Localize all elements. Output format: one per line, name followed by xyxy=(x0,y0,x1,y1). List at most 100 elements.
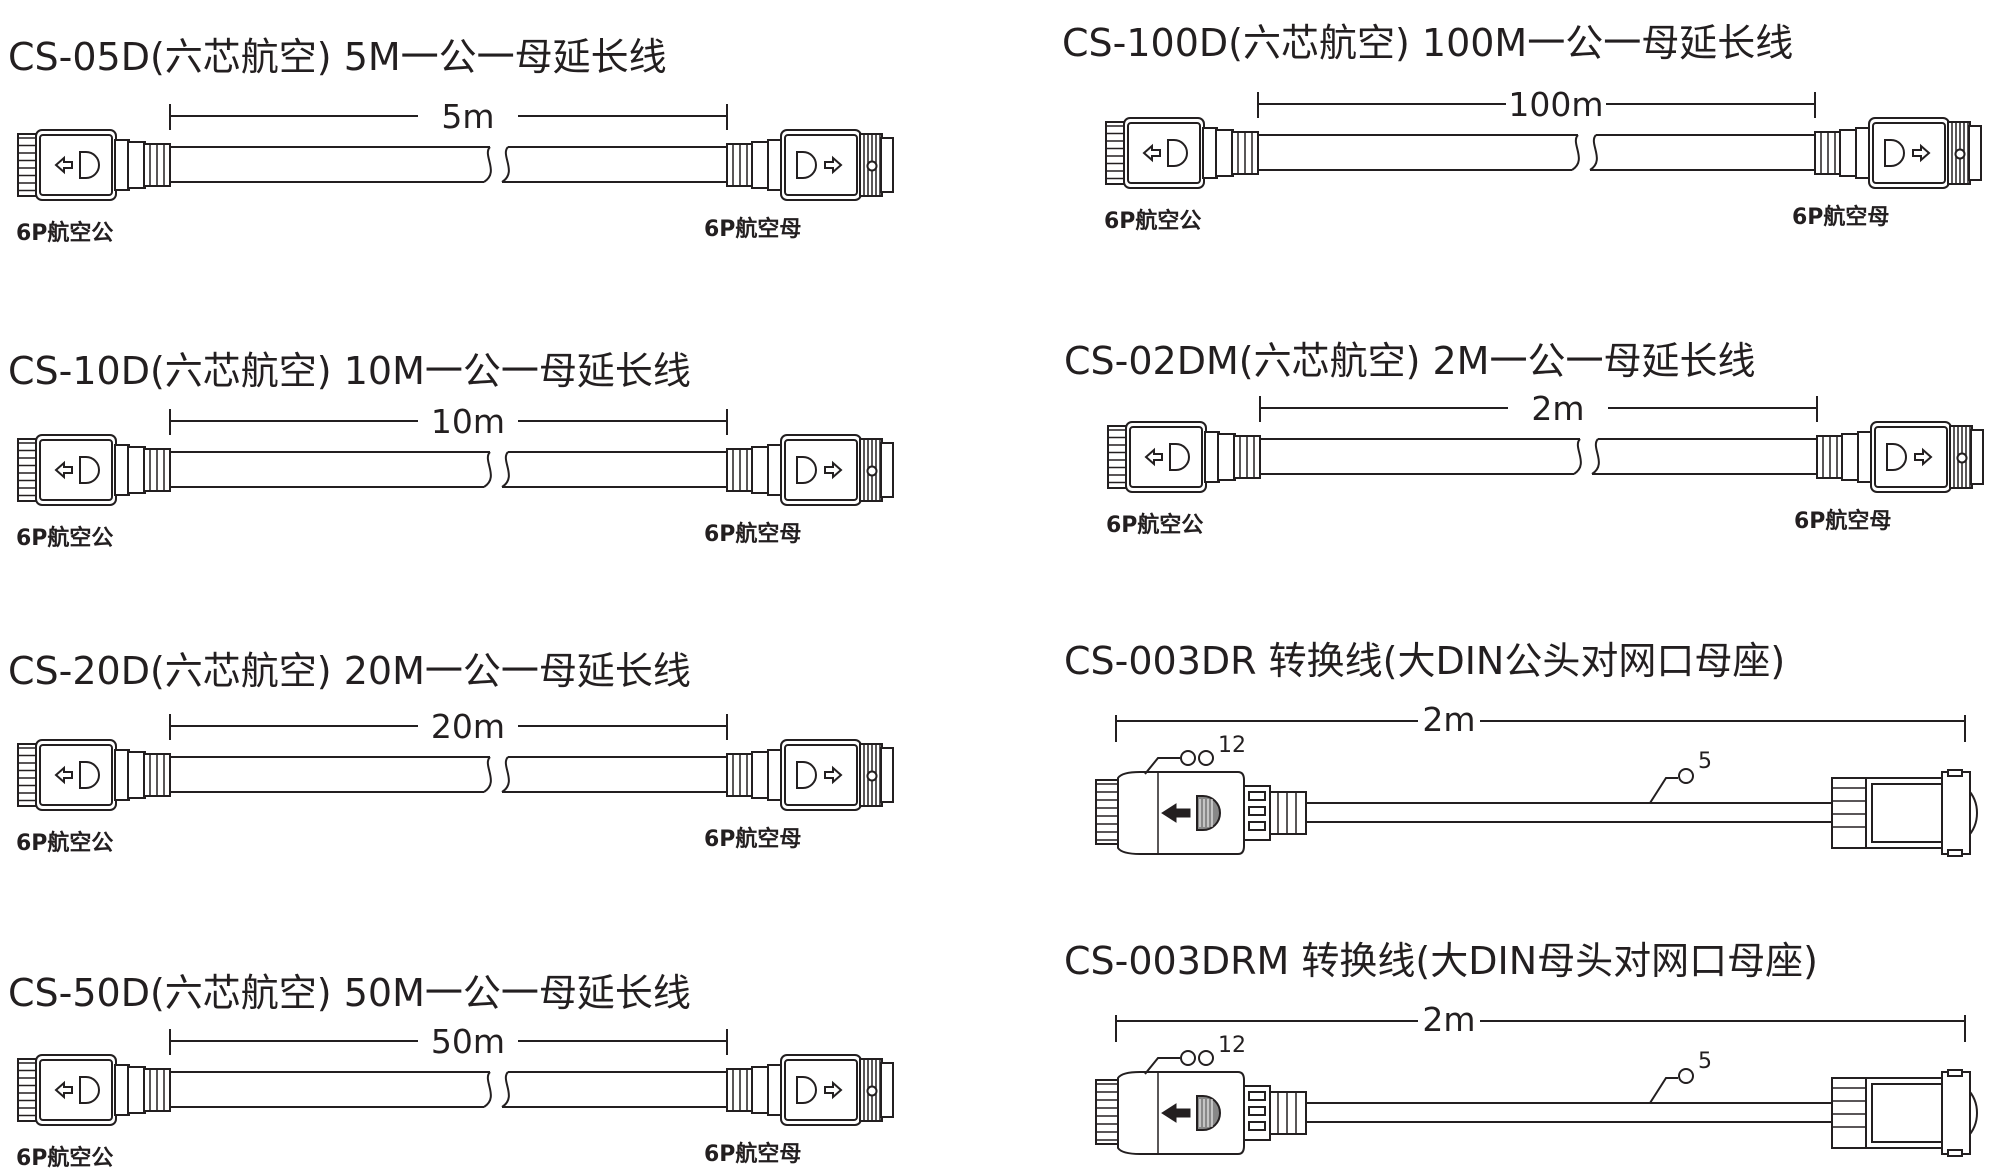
male-thread xyxy=(1107,425,1128,489)
callout-12: 12 xyxy=(1144,1033,1246,1075)
male-body-inner xyxy=(1127,122,1201,184)
female-label: 6P航空母 xyxy=(704,1141,801,1167)
female-label: 6P航空母 xyxy=(1792,204,1889,230)
cable xyxy=(170,146,727,183)
callout-circle xyxy=(1678,1068,1694,1084)
female-body-inner xyxy=(784,1059,858,1121)
panel-title: CS-05D(六芯航空) 5M一公一母延长线 xyxy=(8,35,667,79)
cable xyxy=(170,451,727,488)
female-collar xyxy=(767,749,783,801)
male-body xyxy=(35,739,117,811)
length-label: 50m xyxy=(431,1022,505,1061)
arrow-left-icon xyxy=(1161,803,1191,823)
din-collar xyxy=(1243,785,1271,841)
male-boot xyxy=(127,1066,146,1114)
male-collar xyxy=(114,139,130,191)
male-connector: 6P航空公 xyxy=(1106,421,1261,538)
female-label: 6P航空母 xyxy=(704,216,801,242)
cable xyxy=(170,1071,727,1108)
male-collar xyxy=(114,444,130,496)
arrow-left-icon xyxy=(54,155,73,175)
socket-boot xyxy=(1831,777,1867,849)
male-body xyxy=(1125,421,1207,493)
screw-icon xyxy=(1956,452,1968,464)
female-connector: 6P航空母 xyxy=(1792,117,1982,230)
male-boot xyxy=(127,751,146,799)
male-body xyxy=(1123,117,1205,189)
cable-assembly: 100m 6P航空公 6P航空母 xyxy=(1104,85,1982,234)
length-dimension: 5m xyxy=(169,97,728,136)
female-label: 6P航空母 xyxy=(704,521,801,547)
panel-title: CS-003DR 转换线(大DIN公头对网口母座) xyxy=(1064,639,1786,683)
cable-diagram: 5m 6P航空公 6P航空母 xyxy=(16,97,894,246)
network-socket xyxy=(1831,1069,1978,1157)
male-collar xyxy=(1202,127,1218,179)
female-boot xyxy=(751,751,770,799)
socket-face xyxy=(1941,1071,1971,1155)
female-body-inner xyxy=(784,134,858,196)
latch-bottom xyxy=(1947,849,1963,857)
callout-12: 12 xyxy=(1144,733,1246,775)
arrow-right-icon xyxy=(824,460,843,480)
arrow-left-icon xyxy=(54,765,73,785)
break-mark-left xyxy=(1573,438,1582,475)
male-thread xyxy=(17,1058,38,1122)
length-label: 20m xyxy=(431,707,505,746)
arrow-left-icon xyxy=(1142,143,1161,163)
length-label: 100m xyxy=(1508,85,1603,124)
pin-key-icon xyxy=(79,761,100,789)
length-dimension: 2m xyxy=(1115,1000,1966,1042)
female-socket xyxy=(880,442,894,498)
callout-circle xyxy=(1180,750,1196,766)
female-boot xyxy=(751,141,770,189)
callout-5: 5 xyxy=(1649,1049,1712,1104)
din-collar xyxy=(1243,1085,1271,1141)
latch-bottom xyxy=(1947,1149,1963,1157)
female-body-inner xyxy=(1872,122,1946,184)
male-boot xyxy=(127,446,146,494)
male-label: 6P航空公 xyxy=(16,220,113,246)
break-mark-right xyxy=(501,1071,510,1108)
screw-icon xyxy=(1954,148,1966,160)
callout-number: 5 xyxy=(1698,749,1712,774)
pin-key-icon xyxy=(796,151,817,179)
din-connector xyxy=(1095,1071,1307,1155)
male-connector: 6P航空公 xyxy=(1104,117,1259,234)
arrow-left-icon xyxy=(1144,447,1163,467)
panel-title: CS-100D(六芯航空) 100M一公一母延长线 xyxy=(1062,21,1794,65)
cable-diagram: 100m 6P航空公 6P航空母 xyxy=(1104,85,1982,234)
female-boot xyxy=(751,446,770,494)
male-body xyxy=(35,1054,117,1126)
length-dimension: 20m xyxy=(169,707,728,746)
grip-slot xyxy=(1248,1091,1266,1101)
male-thread xyxy=(17,133,38,197)
male-label: 6P航空公 xyxy=(1104,208,1201,234)
female-body-inner xyxy=(784,439,858,501)
male-label: 6P航空公 xyxy=(1106,512,1203,538)
male-label: 6P航空公 xyxy=(16,830,113,856)
female-body xyxy=(780,1054,862,1126)
panel-title: CS-20D(六芯航空) 20M一公一母延长线 xyxy=(8,649,691,693)
male-connector: 6P航空公 xyxy=(16,129,171,246)
din-thread xyxy=(1095,1079,1119,1145)
din-thread xyxy=(1095,779,1119,845)
arrow-left-icon xyxy=(1161,1103,1191,1123)
length-dimension: 100m xyxy=(1257,85,1816,124)
break-mark-right xyxy=(501,756,510,793)
screw-icon xyxy=(866,770,878,782)
male-boot xyxy=(127,141,146,189)
female-collar xyxy=(767,1064,783,1116)
din-strain-relief xyxy=(1269,1091,1307,1135)
female-body xyxy=(780,434,862,506)
arrow-right-icon xyxy=(824,155,843,175)
female-body xyxy=(1868,117,1950,189)
